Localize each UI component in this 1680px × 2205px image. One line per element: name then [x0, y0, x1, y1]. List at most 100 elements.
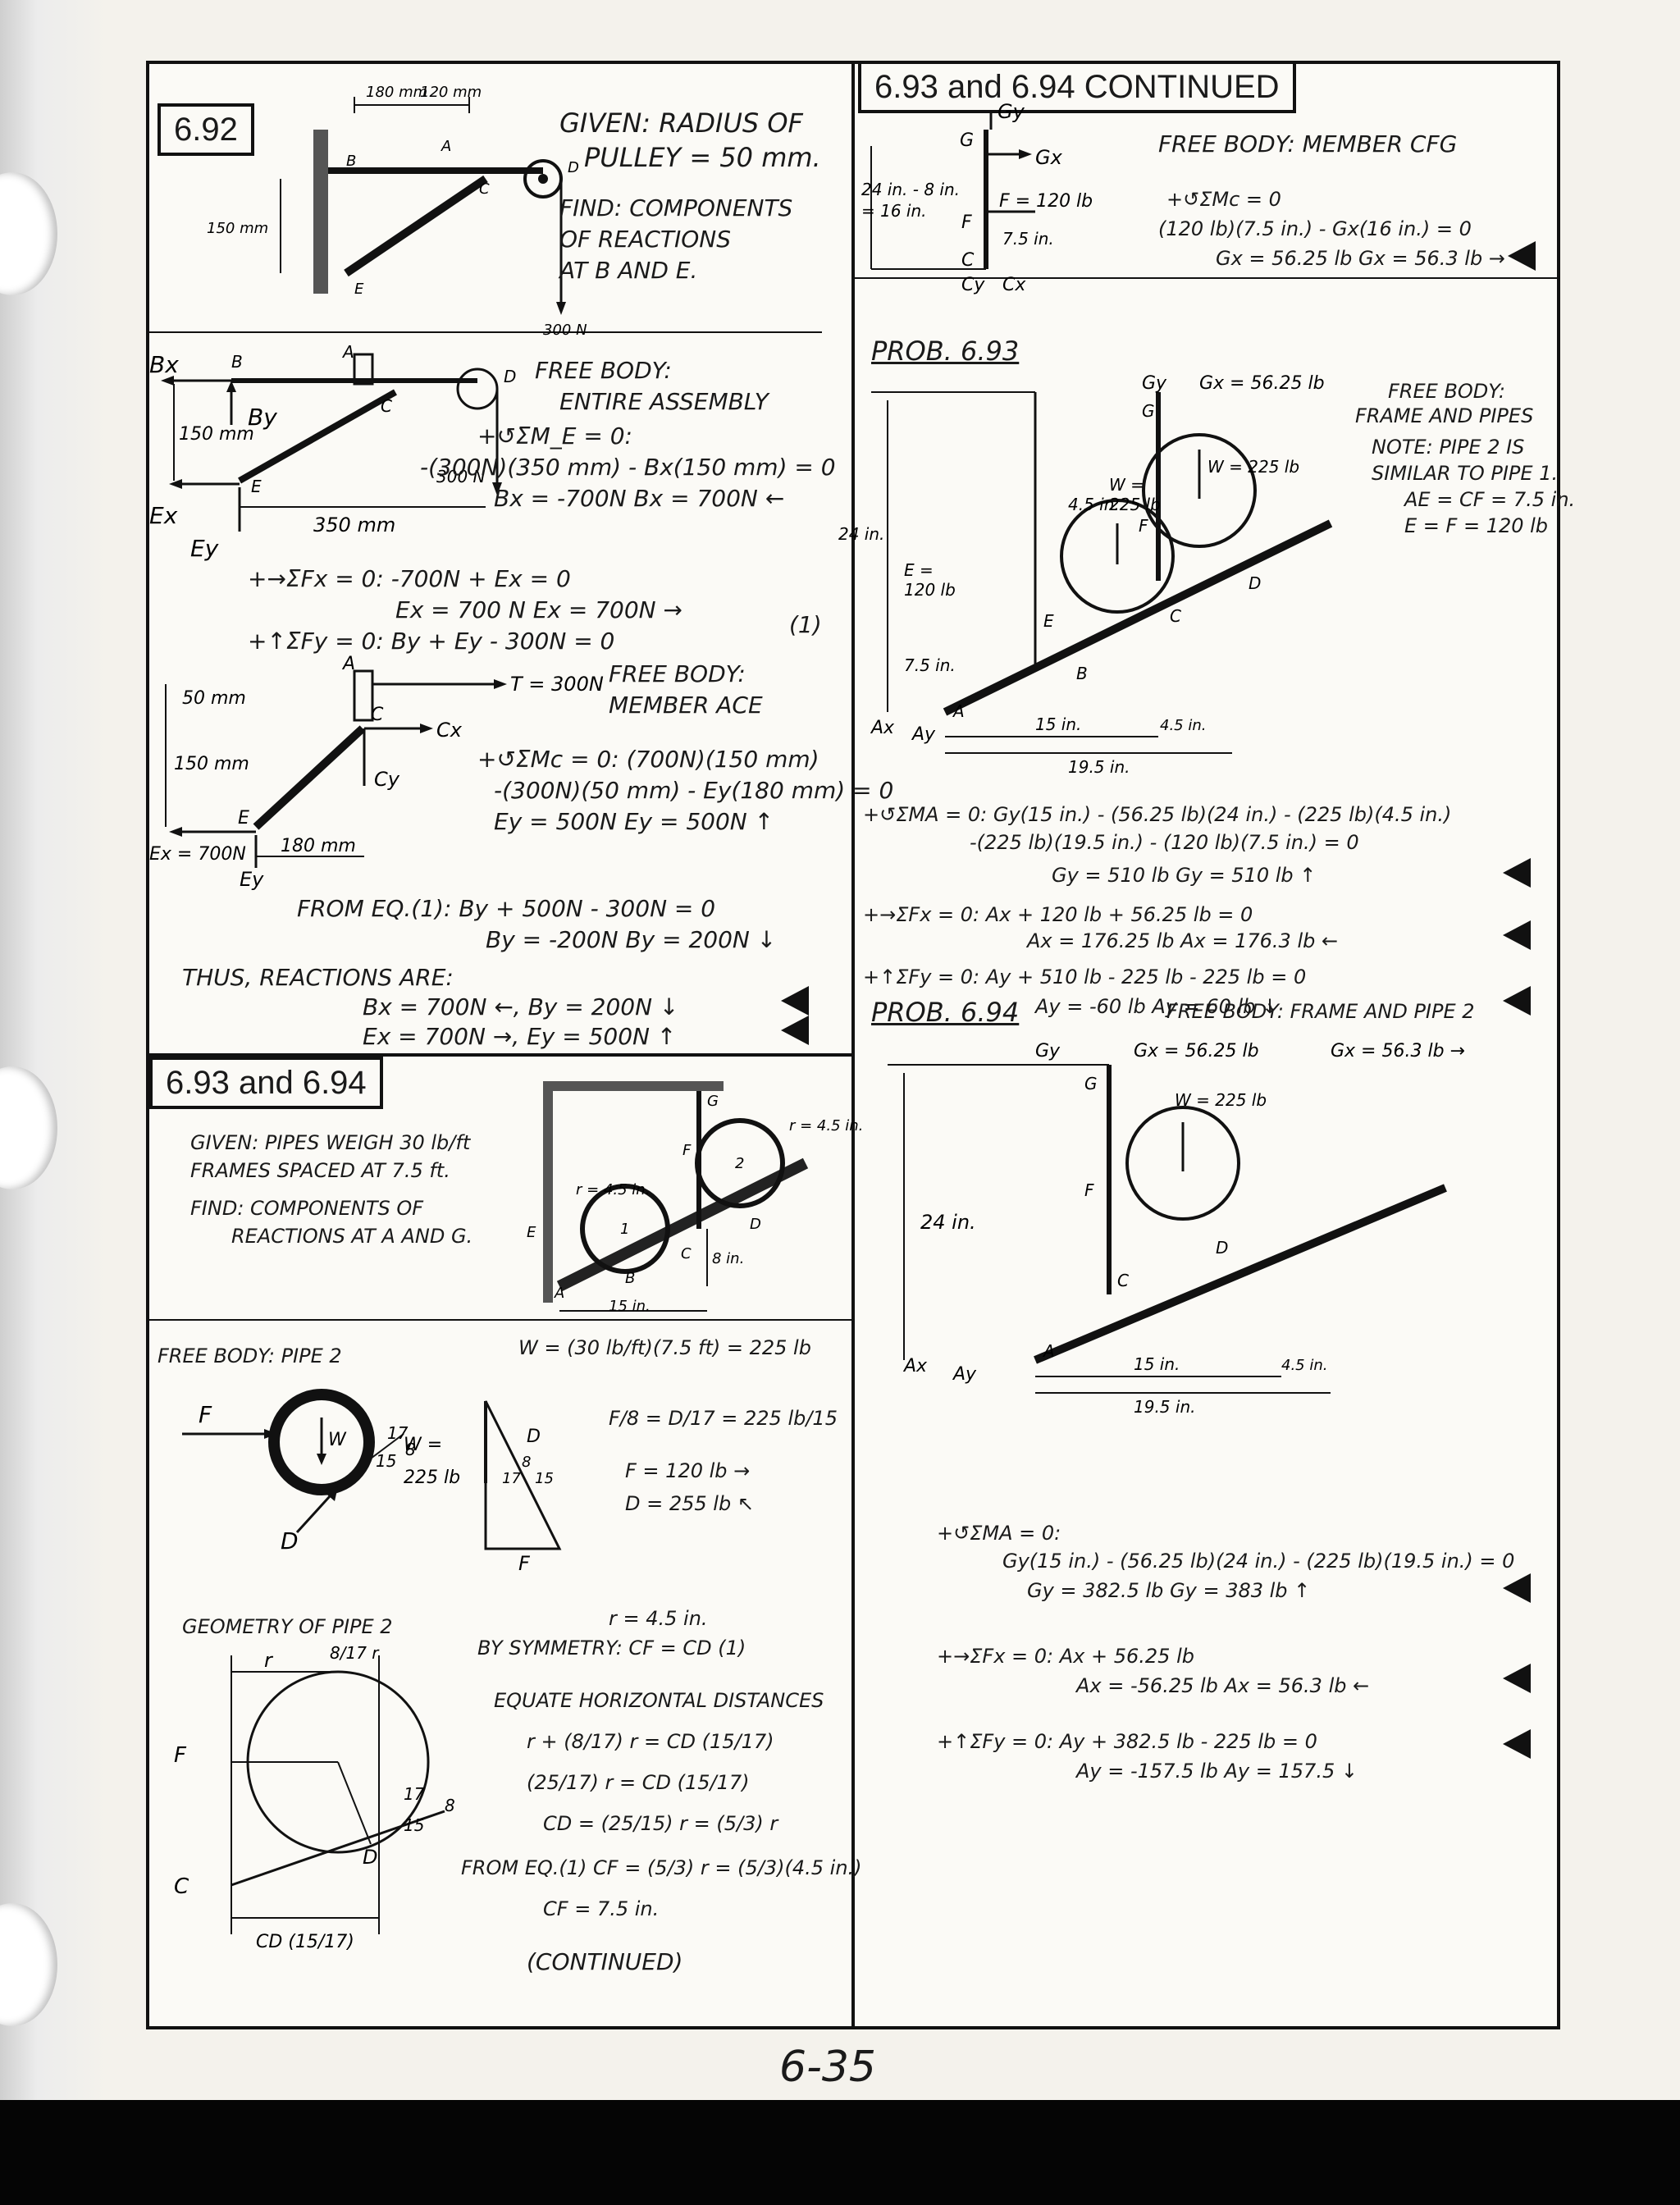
tri-w: W = — [404, 1435, 442, 1455]
f694-gx2: Gx = 56.3 lb → — [1331, 1041, 1465, 1061]
eq693-1: +↺ΣMA = 0: Gy(15 in.) - (56.25 lb)(24 in… — [863, 803, 1452, 826]
f693-g: G — [1142, 401, 1155, 421]
p693-given-1: GIVEN: PIPES WEIGH 30 lb/ft — [190, 1131, 471, 1154]
p692-C: C — [479, 180, 490, 198]
fb1-ex: Ex — [149, 502, 178, 529]
p692-given-2: PULLEY = 50 mm. — [584, 142, 821, 173]
cfg-eq-3: Gx = 56.25 lb Gx = 56.3 lb → — [1216, 247, 1505, 270]
fb1-C: C — [381, 396, 392, 416]
f694-d: D — [1216, 1238, 1228, 1258]
fb-pipe2-title: FREE BODY: PIPE 2 — [158, 1344, 342, 1367]
fb1-title-2: ENTIRE ASSEMBLY — [559, 388, 769, 415]
fb1-title-1: FREE BODY: — [535, 357, 672, 384]
cfg-eq-1: +↺ΣMc = 0 — [1166, 188, 1281, 211]
eq694-5: Ax = -56.25 lb Ax = 56.3 lb ← — [1076, 1674, 1370, 1697]
pipe2-15: 15 — [376, 1451, 396, 1471]
fb1-load: 300 N — [436, 467, 486, 486]
f693-ay: Ay — [911, 724, 936, 745]
geom-cd: CD (15/17) — [256, 1932, 354, 1952]
fb2-dim50: 50 mm — [182, 688, 246, 709]
cfg-cx: Cx — [1002, 275, 1026, 295]
f693-w2: W = 225 lb — [1208, 457, 1299, 477]
cfg-underline — [851, 277, 1557, 279]
p693-r2: r = 4.5 in. — [789, 1117, 863, 1134]
prob-694-heading: PROB. 6.94 — [871, 997, 1020, 1028]
f693-e2: 120 lb — [904, 580, 956, 600]
f693-dim24: 24 in. — [838, 524, 884, 544]
fb2-ey: Ey — [240, 868, 264, 891]
p693-B: B — [625, 1270, 635, 1287]
eq4-line1: FROM EQ.(1): By + 500N - 300N = 0 — [297, 895, 716, 922]
p692-dim1: 180 mm — [366, 84, 427, 101]
frame-693-diagram: Gy Gx = 56.25 lb G F W = 225 lb W = 225 … — [838, 373, 1333, 777]
answer-marker-icon — [1503, 1729, 1531, 1759]
p693-A: A — [554, 1285, 564, 1302]
eq694-7: Ay = -157.5 lb Ay = 157.5 ↓ — [1076, 1760, 1358, 1783]
eq4-line2: By = -200N By = 200N ↓ — [486, 926, 777, 953]
cfg-title: FREE BODY: MEMBER CFG — [1158, 130, 1458, 158]
fb2-t: T = 300N — [510, 673, 604, 696]
f693-c: C — [1170, 606, 1181, 626]
f693-a: A — [952, 701, 965, 721]
geom-8: 8 — [445, 1796, 455, 1815]
d-result: D = 255 lb ↖ — [625, 1492, 754, 1515]
solution-sheet: 6.92 180 mm 120 mm 150 mm 300 N A B C D … — [146, 61, 1575, 2029]
p692-dim2: 120 mm — [420, 84, 482, 101]
prob-693-heading: PROB. 6.93 — [871, 336, 1020, 367]
fb2-E: E — [238, 808, 249, 829]
p693-dim15: 15 in. — [609, 1298, 651, 1315]
eq693-7: Ay = -60 lb Ay = 60 lb ↓ — [1035, 995, 1279, 1018]
p693-G: G — [707, 1093, 719, 1110]
eq693-2: -(225 lb)(19.5 in.) - (120 lb)(7.5 in.) … — [970, 831, 1359, 854]
eq693-3: Gy = 510 lb Gy = 510 lb ↑ — [1052, 864, 1317, 887]
cfg-dim-1: 24 in. - 8 in. — [861, 180, 960, 199]
page-number: 6-35 — [779, 2043, 877, 2092]
geometry-diagram: r 8/17 r F C D 17 15 8 CD (15/17) — [174, 1643, 455, 1952]
geom-r: r — [264, 1649, 274, 1672]
geom-eq-3: CD = (25/15) r = (5/3) r — [543, 1812, 778, 1835]
fb2-cx: Cx — [436, 719, 463, 742]
eq1-line3: Bx = -700N Bx = 700N ← — [494, 485, 785, 512]
pipe2-w: W — [328, 1430, 347, 1450]
pipe2-f: F — [199, 1401, 212, 1428]
left-section-divider — [149, 1053, 851, 1057]
p692-figure: 180 mm 120 mm 150 mm 300 N A B C D E — [207, 84, 587, 339]
p693-pipe1: 1 — [620, 1221, 629, 1238]
fb2-title-1: FREE BODY: — [609, 660, 746, 687]
continued-note: (CONTINUED) — [527, 1948, 683, 1975]
p693-given-2: FRAMES SPACED AT 7.5 ft. — [190, 1159, 450, 1182]
fb1-E: E — [251, 477, 262, 496]
p693-E: E — [527, 1224, 536, 1241]
eq2-line3: +↑ΣFy = 0: By + Ey - 300N = 0 — [248, 628, 615, 655]
f694-a: A — [1042, 1341, 1055, 1361]
geom-d: D — [363, 1846, 377, 1869]
f694-c: C — [1117, 1271, 1129, 1290]
continued-title: 6.93 and 6.94 CONTINUED — [858, 61, 1296, 113]
eq1-line2: -(300N)(350 mm) - Bx(150 mm) = 0 — [420, 454, 836, 481]
p692-dim3: 150 mm — [207, 220, 268, 237]
fb1-dim350: 350 mm — [313, 514, 395, 536]
cfg-dim-2: = 16 in. — [861, 201, 927, 221]
geom-eq-2: (25/17) r = CD (15/17) — [527, 1771, 750, 1794]
f693-ax: Ax — [870, 718, 895, 738]
f693-dim45: 4.5 in. — [1068, 495, 1120, 514]
p693-find-1: FIND: COMPONENTS OF — [190, 1197, 424, 1220]
geom-eq-1: r + (8/17) r = CD (15/17) — [527, 1730, 774, 1753]
frame694-title: FREE BODY: FRAME AND PIPE 2 — [1166, 1000, 1475, 1023]
fb1-B: B — [231, 352, 243, 372]
fb2-A: A — [341, 654, 355, 674]
cfg-free-body: Gy Gx G F C Cy Cx F = 120 lb 24 in. - 8 … — [861, 100, 1093, 295]
f694-gy: Gy — [1035, 1041, 1061, 1061]
eq3-line2: -(300N)(50 mm) - Ey(180 mm) = 0 — [494, 777, 894, 804]
tri-d: D — [527, 1427, 541, 1447]
p692-fb-ace: T = 300N Cx Cy 50 mm 150 mm 180 mm Ex = … — [149, 654, 604, 891]
cfg-cy: Cy — [961, 275, 985, 295]
p692-given-underline — [149, 331, 822, 333]
answer-marker-icon — [781, 1016, 809, 1045]
f693-w1: W = — [1109, 475, 1144, 495]
f694-dim195: 19.5 in. — [1134, 1397, 1195, 1417]
frame-694-diagram: Gy Gx = 56.25 lb Gx = 56.3 lb → G F W = … — [888, 1041, 1465, 1417]
cfg-eq-2: (120 lb)(7.5 in.) - Gx(16 in.) = 0 — [1158, 217, 1472, 240]
p692-load: 300 N — [543, 322, 587, 339]
p693-r1: r = 4.5 in. — [576, 1181, 650, 1198]
